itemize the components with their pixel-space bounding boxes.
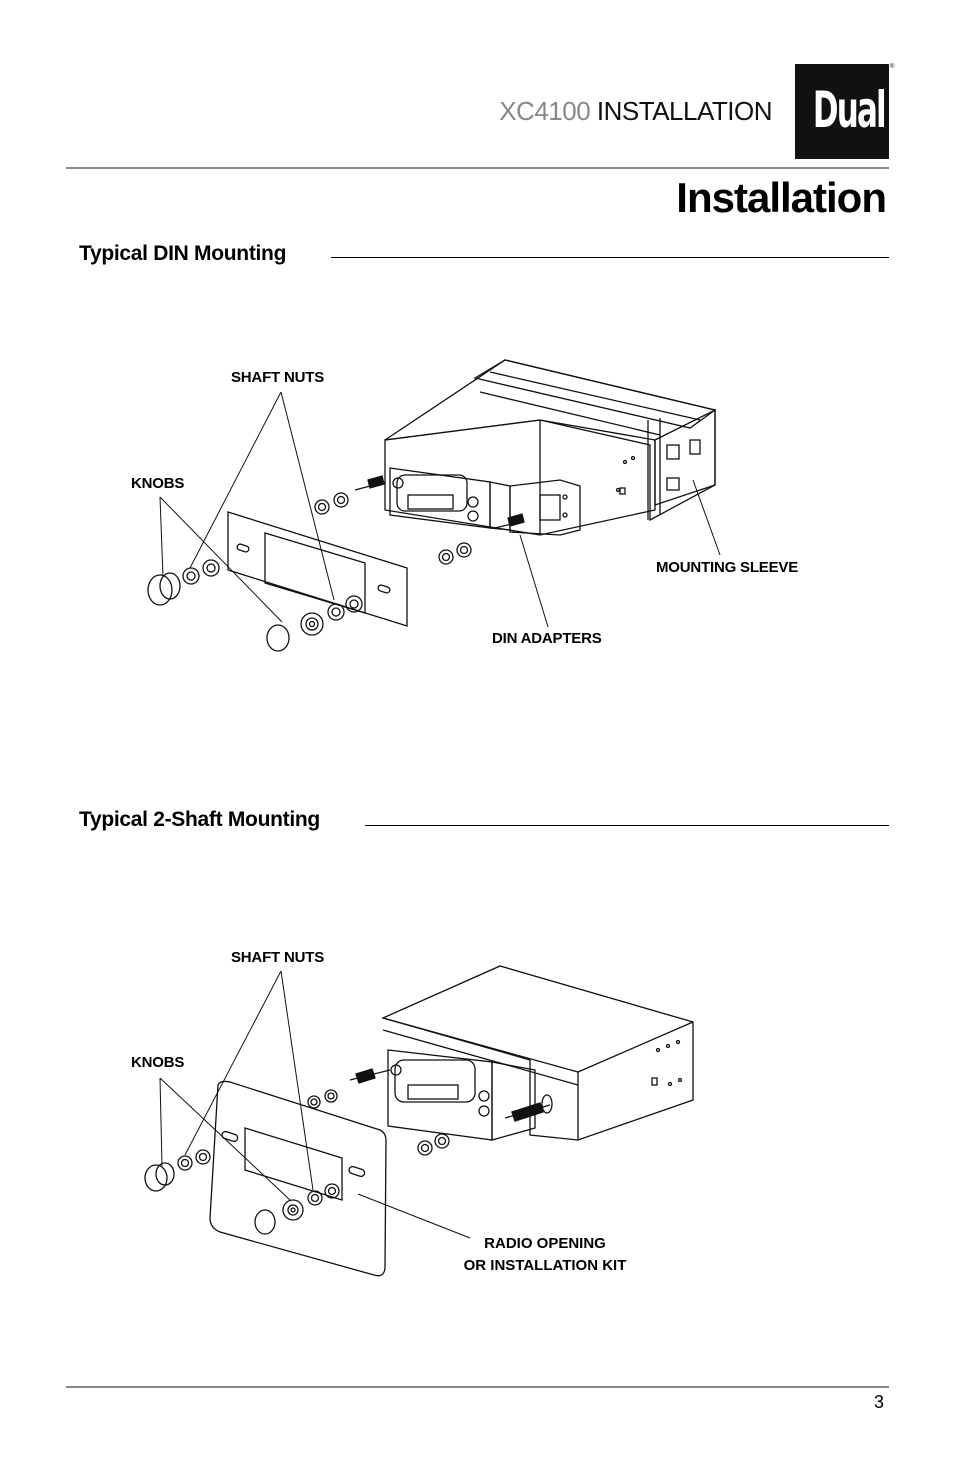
mounting-sleeve-illustration (384, 359, 717, 522)
section-title-2shaft: Typical 2-Shaft Mounting (79, 808, 320, 831)
header-divider (66, 167, 889, 169)
footer-divider (66, 1386, 889, 1388)
knobs-2shaft (144, 1149, 340, 1235)
knobs-din (147, 559, 363, 652)
label-mounting-sleeve: MOUNTING SLEEVE (656, 559, 799, 576)
shaft-nuts-din-right (314, 492, 472, 565)
two-shaft-mounting-diagram (144, 965, 694, 1277)
leader-lines-2shaft (159, 970, 471, 1239)
radio-faceplate-din (389, 467, 511, 531)
din-trim-plate (227, 511, 408, 627)
din-mounting-diagram (147, 359, 721, 652)
label-din-adapters: DIN ADAPTERS (492, 630, 602, 647)
section-rule-2shaft (365, 825, 889, 826)
header-model: XC4100 (499, 96, 591, 126)
shafts-din (354, 475, 525, 529)
radio-faceplate-2shaft (387, 1049, 536, 1141)
label-radio-opening-line1: RADIO OPENING (484, 1235, 606, 1252)
page-number: 3 (873, 1392, 884, 1412)
din-adapter-right (509, 479, 581, 536)
label-shaft-nuts-2shaft: SHAFT NUTS (231, 949, 324, 966)
label-shaft-nuts-din: SHAFT NUTS (231, 369, 324, 386)
label-radio-opening-line2: OR INSTALLATION KIT (463, 1257, 627, 1274)
section-rule-din (331, 257, 889, 258)
registered-mark: ® (890, 64, 895, 70)
label-radio-opening: RADIO OPENING OR INSTALLATION KIT (450, 1233, 640, 1277)
shaft-nuts-2shaft-right (307, 1089, 450, 1156)
header-section: INSTALLATION (596, 96, 773, 126)
header-title: XC4100 INSTALLATION (499, 96, 772, 127)
dual-logo: Dual (795, 64, 889, 159)
page-title: Installation (676, 174, 887, 221)
section-title-din: Typical DIN Mounting (79, 242, 287, 265)
radio-chassis-2shaft (381, 965, 694, 1141)
leader-lines-din (159, 391, 721, 628)
shafts-2shaft (349, 1068, 553, 1122)
label-knobs-2shaft: KNOBS (131, 1054, 185, 1071)
installation-kit-plate (209, 1080, 387, 1277)
label-knobs-din: KNOBS (131, 475, 185, 492)
